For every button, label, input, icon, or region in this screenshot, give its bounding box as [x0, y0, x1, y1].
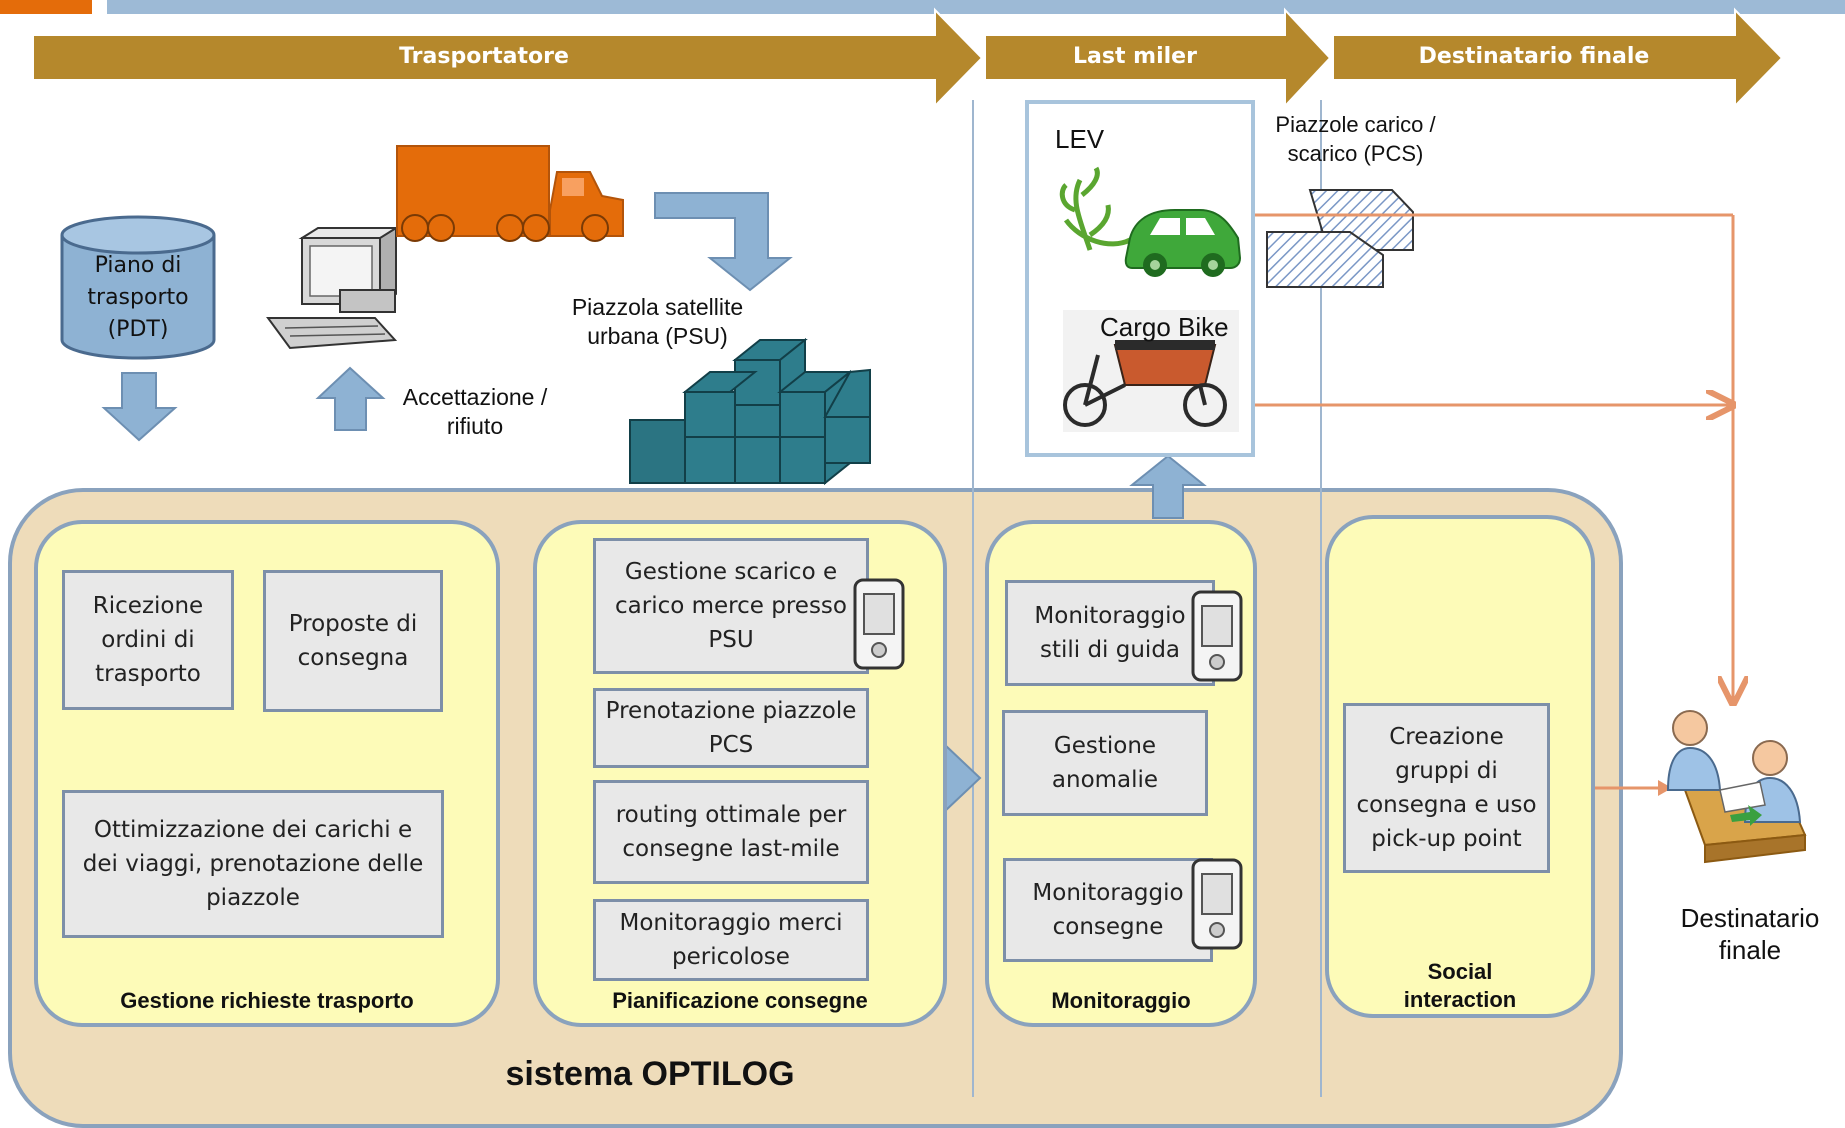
- computer-icon: [266, 226, 400, 350]
- pcs-label: Piazzole carico / scarico (PCS): [1275, 112, 1436, 166]
- box-proposte-consegna: Proposte di consegna: [263, 570, 443, 712]
- banner-last-miler-label: Last miler: [1073, 44, 1197, 69]
- box-ottimizzazione: Ottimizzazione dei carichi e dei viaggi,…: [62, 790, 444, 938]
- box-routing-ottimale: routing ottimale per consegne last-mile: [593, 780, 869, 884]
- psu-label: Piazzola satellite urbana (PSU): [571, 294, 744, 349]
- truck-to-psu-arrow: [654, 192, 793, 292]
- monitoraggio-up-arrow: [1129, 454, 1207, 519]
- pcs-piazzole-icon: [1266, 189, 1414, 288]
- box-prenotazione-piazzole: Prenotazione piazzole PCS: [593, 688, 869, 768]
- separator-line-2: [1320, 100, 1322, 1097]
- box-gestione-anomalie: Gestione anomalie: [1002, 710, 1208, 816]
- destinatario-people-icon: [1666, 710, 1807, 864]
- truck-icon: [396, 145, 624, 242]
- box-merci-pericolose: Monitoraggio merci pericolose: [593, 899, 869, 981]
- psu-boxes-icon: [629, 337, 871, 486]
- box-gestione-scarico: Gestione scarico e carico merce presso P…: [593, 538, 869, 674]
- banner-trasportatore-label: Trasportatore: [399, 44, 569, 69]
- pdt-label: Piano di trasporto (PDT): [87, 253, 189, 342]
- group-gestione-label: Gestione richieste trasporto: [120, 988, 414, 1013]
- pdt-down-arrow: [101, 372, 178, 442]
- pdt-database-icon: [60, 215, 216, 360]
- top-bar: [107, 0, 1845, 14]
- cargo-bike-label: Cargo Bike: [1100, 312, 1229, 342]
- box-creazione-gruppi: Creazione gruppi di consegna e uso pick-…: [1343, 703, 1550, 873]
- accettazione-up-arrow: [315, 366, 386, 431]
- box-ricezione-ordini: Ricezione ordini di trasporto: [62, 570, 234, 710]
- banner-destinatario-arrow: [1332, 7, 1784, 109]
- lev-label: LEV: [1055, 124, 1105, 154]
- group-pianificazione-label: Pianificazione consegne: [612, 988, 868, 1013]
- box-stili-guida: Monitoraggio stili di guida: [1005, 580, 1215, 686]
- group-social-label: Social interaction: [1403, 959, 1517, 1012]
- banner-trasportatore-arrow: [32, 7, 984, 109]
- banner-destinatario-label: Destinatario finale: [1418, 44, 1650, 69]
- destinatario-finale-label: Destinatario finale: [1680, 903, 1820, 965]
- system-title: sistema OPTILOG: [505, 1055, 795, 1093]
- accettazione-label: Accettazione / rifiuto: [402, 384, 548, 439]
- banner-last-miler-arrow: [984, 7, 1332, 109]
- top-accent-bar: [0, 0, 92, 14]
- group-monitoraggio-label: Monitoraggio: [1051, 988, 1191, 1013]
- separator-line-1: [972, 100, 974, 1097]
- delivery-routes: [1243, 213, 1733, 700]
- box-monitoraggio-consegne: Monitoraggio consegne: [1003, 858, 1213, 962]
